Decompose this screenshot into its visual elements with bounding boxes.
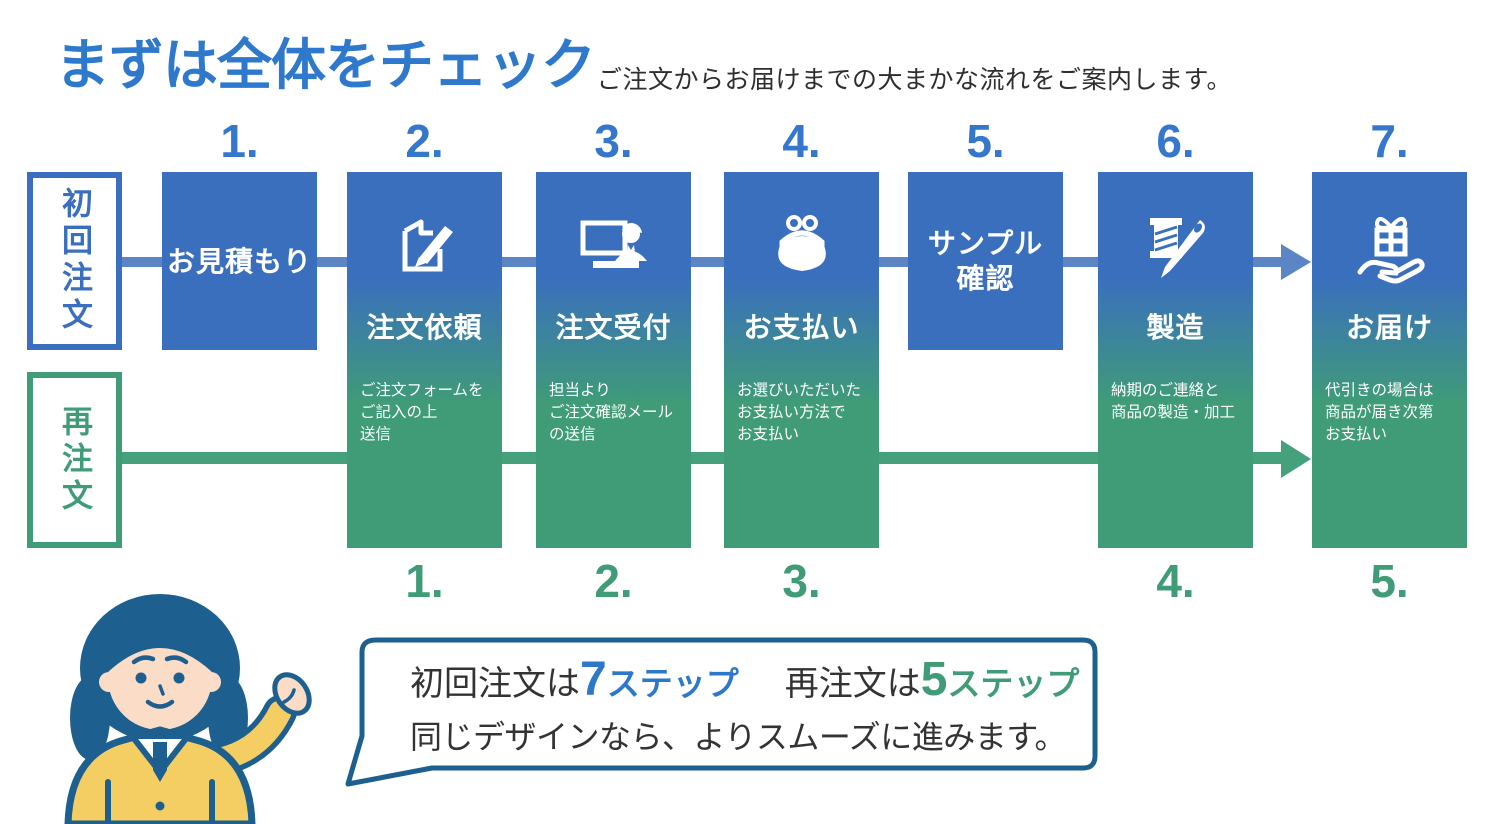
step-column-manufacturing: 6. 製造 納期のご連絡と 商品の製造・加工 4. <box>1098 115 1253 607</box>
step-title: 製造 <box>1146 312 1205 343</box>
first-order-step-count: 7 <box>580 653 607 706</box>
step-title: お支払い <box>743 312 860 343</box>
lane-label-text: 再注文 <box>57 404 92 516</box>
first-order-arrow-icon <box>1281 244 1311 280</box>
step-column-payment: 4. お支払い お選びいただいた お支払い方法で お支払い 3. <box>724 115 879 607</box>
lane-label-reorder: 再注文 <box>27 372 122 548</box>
step-column-order-reception: 3. 注文受付 担当より ご注文確認メール の送信 2. <box>536 115 691 607</box>
page-subtitle: ご注文からお届けまでの大まかな流れをご案内します。 <box>597 66 1233 94</box>
step-title: お届け <box>1345 312 1433 343</box>
step-box: お届け 代引きの場合は 商品が届き次第 お支払い <box>1312 172 1467 548</box>
step-column-sample-check: 5. サンプル 確認 <box>908 115 1063 350</box>
step-box: 製造 納期のご連絡と 商品の製造・加工 <box>1098 172 1253 548</box>
step-title: お見積もり <box>166 245 312 277</box>
purse-icon <box>724 204 879 288</box>
speech-bubble <box>345 637 1098 787</box>
sewing-icon <box>1098 204 1253 288</box>
step-number-bottom: 4. <box>1156 555 1195 607</box>
reorder-step-count: 5 <box>920 653 948 706</box>
step-number-bottom: 5. <box>1370 555 1409 607</box>
step-box: サンプル 確認 <box>908 172 1063 350</box>
first-order-flow-line <box>122 257 1282 267</box>
step-desc: 代引きの場合は 商品が届き次第 お支払い <box>1325 382 1434 443</box>
step-number-top: 7. <box>1370 115 1409 167</box>
step-number-top: 2. <box>405 115 444 167</box>
step-desc: お選びいただいた お支払い方法で お支払い <box>737 382 862 443</box>
bubble-note: 同じデザインなら、よりスムーズに進みます。 <box>410 719 1067 755</box>
step-box: 注文依頼 ご注文フォームを ご記入の上 送信 <box>347 172 502 548</box>
operator-laptop-icon <box>536 204 691 288</box>
step-box: お見積もり <box>162 172 317 350</box>
step-number-bottom: 1. <box>405 555 444 607</box>
step-column-order-request: 2. 注文依頼 ご注文フォームを ご記入の上 送信 1. <box>347 115 502 607</box>
step-desc: ご注文フォームを ご記入の上 送信 <box>360 382 484 443</box>
bubble-text: 初回注文は <box>410 665 580 703</box>
step-number-bottom: 3. <box>782 555 821 607</box>
step-desc: 納期のご連絡と 商品の製造・加工 <box>1111 382 1236 421</box>
step-number-top: 5. <box>966 115 1005 167</box>
step-box: お支払い お選びいただいた お支払い方法で お支払い <box>724 172 879 548</box>
bubble-text: 再注文は <box>784 665 921 703</box>
step-title: 注文依頼 <box>366 312 483 343</box>
step-number-bottom: 2. <box>594 555 633 607</box>
page-title: まずは全体をチェック <box>55 34 596 96</box>
edit-document-icon <box>347 204 502 288</box>
bubble-unit: ステップ <box>947 665 1080 702</box>
step-number-top: 3. <box>594 115 633 167</box>
step-title: 注文受付 <box>555 312 672 343</box>
step-column-estimate: 1. お見積もり <box>162 115 317 350</box>
lane-label-first-order: 初回注文 <box>27 172 122 350</box>
step-number-top: 1. <box>220 115 259 167</box>
step-title: サンプル 確認 <box>927 228 1044 294</box>
guide-character-illustration <box>64 594 312 824</box>
gift-hand-icon <box>1312 204 1467 288</box>
step-desc: 担当より ご注文確認メール の送信 <box>549 382 674 443</box>
step-number-top: 4. <box>782 115 821 167</box>
step-box: 注文受付 担当より ご注文確認メール の送信 <box>536 172 691 548</box>
lane-label-text: 初回注文 <box>57 187 92 335</box>
step-number-top: 6. <box>1156 115 1195 167</box>
bubble-unit: ステップ <box>606 665 739 702</box>
reorder-arrow-icon <box>1281 440 1311 478</box>
step-column-delivery: 7. お届け 代引きの場合は 商品が届き次第 お支払い 5. <box>1312 115 1467 607</box>
